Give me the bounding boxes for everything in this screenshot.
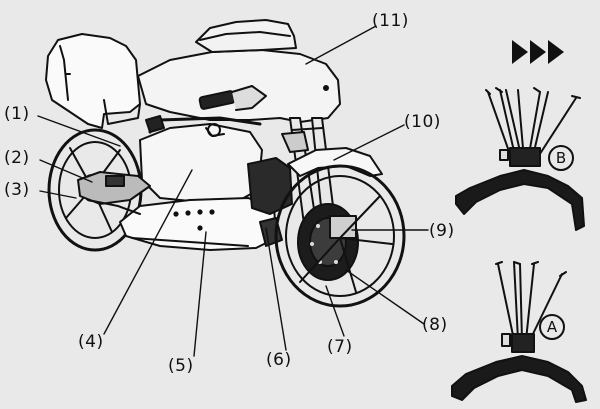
front-wheel — [274, 164, 406, 308]
callout-label-11: (11) — [372, 11, 409, 31]
callout-label-10: (10) — [404, 112, 441, 132]
callout-label-1: (1) — [4, 104, 30, 124]
swingarm — [77, 171, 151, 215]
variant-a-badge: A — [539, 314, 565, 340]
callout-label-4: (4) — [78, 332, 104, 352]
triple-right-arrow-icon — [512, 40, 564, 64]
callout-label-3: (3) — [4, 180, 30, 200]
callout-label-2: (2) — [4, 148, 30, 168]
fairing-upper — [137, 19, 341, 123]
callout-label-9: (9) — [429, 221, 455, 241]
engine-body — [139, 115, 263, 203]
leader-lines — [37, 25, 429, 357]
stand-detail-a — [451, 261, 587, 403]
variant-b-badge: B — [548, 145, 574, 171]
callout-label-6: (6) — [266, 350, 292, 370]
callout-label-8: (8) — [422, 315, 448, 335]
tail-section — [45, 33, 141, 129]
callout-label-7: (7) — [327, 337, 353, 357]
callout-label-5: (5) — [168, 356, 194, 376]
handlebar — [198, 85, 267, 111]
stand-detail-b — [455, 87, 585, 231]
